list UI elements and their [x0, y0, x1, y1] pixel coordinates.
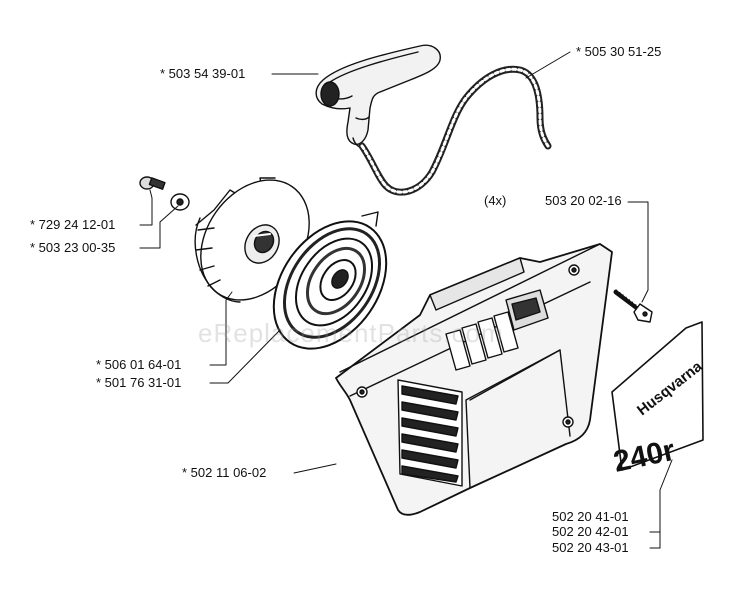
label-decal-3: 502 20 43-01	[552, 540, 629, 555]
label-qty-note: (4x)	[484, 193, 507, 208]
label-decal-1: 502 20 41-01	[552, 509, 629, 524]
label-cover: * 502 11 06-02	[182, 465, 267, 480]
label-spring: * 501 76 31-01	[96, 375, 182, 390]
cover-screw-part	[613, 289, 653, 323]
label-pulley: * 506 01 64-01	[96, 357, 182, 372]
label-cord: * 505 30 51-25	[576, 44, 662, 59]
starter-handle-part	[315, 44, 441, 149]
starter-cover-part	[335, 243, 613, 516]
label-screw: 503 20 02-16	[545, 193, 622, 208]
leader-lines	[139, 51, 673, 549]
label-decal-2: 502 20 42-01	[552, 524, 629, 539]
recoil-spring-part	[272, 211, 388, 350]
label-screw-small: * 729 24 12-01	[30, 217, 116, 232]
label-handle: * 503 54 39-01	[160, 66, 246, 81]
watermark-text: eReplacementParts.com	[198, 318, 504, 348]
small-screw-part	[139, 176, 166, 190]
label-washer: * 503 23 00-35	[30, 240, 116, 255]
starter-cord-part	[358, 65, 552, 196]
decal-part	[611, 321, 704, 471]
washer-part	[170, 193, 190, 211]
